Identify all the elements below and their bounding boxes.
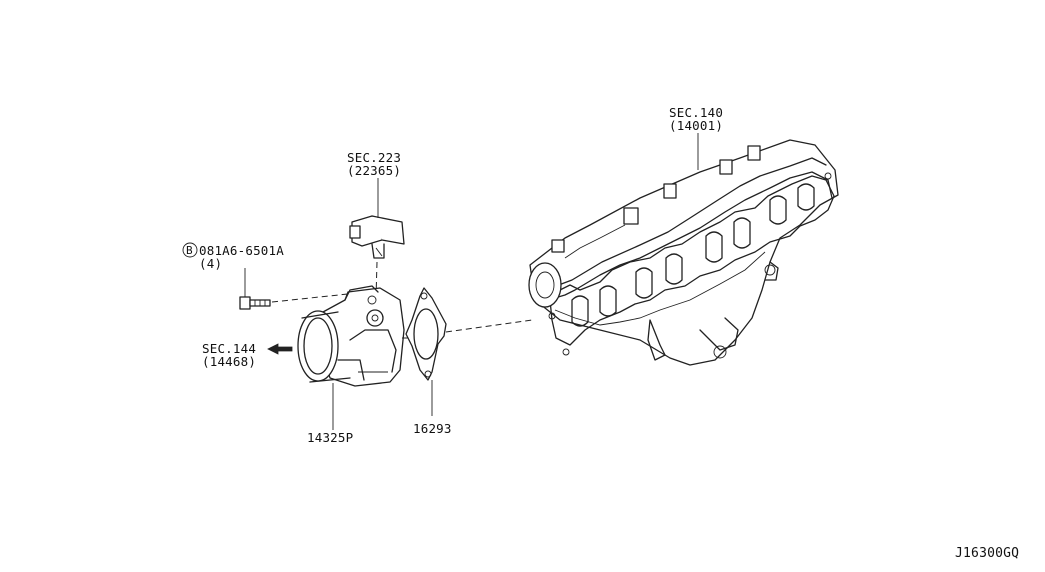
bolt-symbol: B <box>186 244 193 257</box>
bolt-quantity: (4) <box>199 256 223 271</box>
throttle-chamber <box>297 285 405 387</box>
bolt-part <box>239 296 271 310</box>
bolt-part-number: 081A6-6501A <box>199 243 284 258</box>
direction-arrow <box>267 343 293 355</box>
bolt-dash <box>271 293 349 303</box>
sensor-22365 <box>349 215 405 259</box>
sec144-part-number: (14468) <box>202 354 257 369</box>
sec223-part-number: (22365) <box>347 163 402 178</box>
sec144-label: SEC.144 <box>202 341 257 356</box>
diagram-code: J16300GQ <box>955 546 1020 561</box>
gasket-16293 <box>405 287 447 381</box>
sec140-label: SEC.140 <box>669 105 724 120</box>
sec223-label: SEC.223 <box>347 150 402 165</box>
throttle-chamber-label: 14325P <box>307 430 354 445</box>
bolt-symbol-circle <box>182 242 198 258</box>
sec140-part-number: (14001) <box>669 118 724 133</box>
intake-manifold <box>528 139 839 366</box>
gasket-label: 16293 <box>413 421 452 436</box>
gasket-dash <box>445 319 533 333</box>
